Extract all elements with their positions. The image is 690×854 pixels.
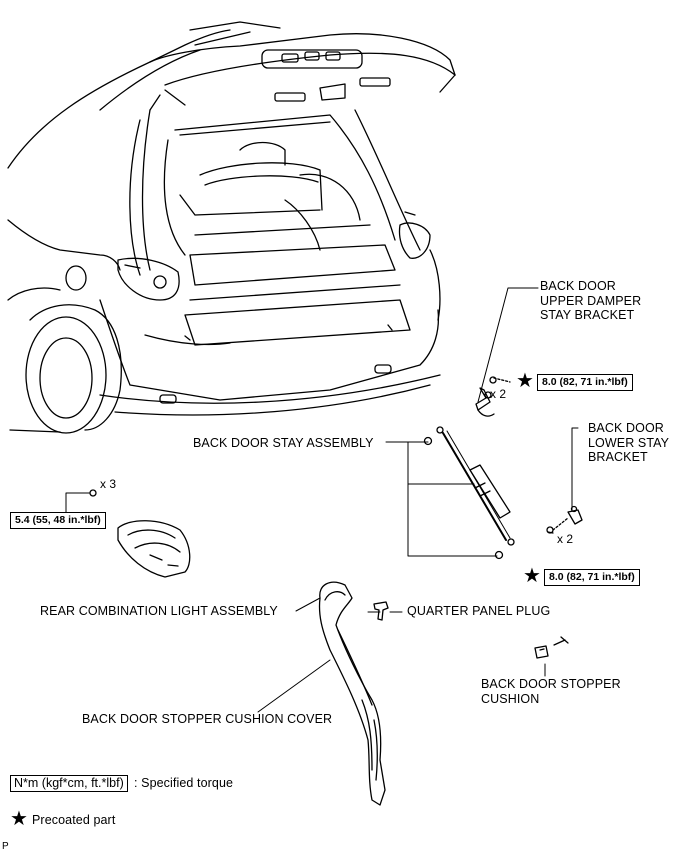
vehicle-illustration [7, 21, 456, 434]
torque-spec-upper: 8.0 (82, 71 in.*lbf) [537, 374, 633, 391]
quantity-upper: x 2 [490, 387, 507, 401]
lower-bracket-label: BACK DOOR LOWER STAY BRACKET [588, 421, 669, 465]
precoated-star-icon: ★ [523, 565, 541, 587]
upper-damper-stay-bracket [475, 376, 511, 417]
lower-bracket-label-line-2: LOWER STAY [588, 435, 670, 450]
leader-lines [65, 287, 579, 713]
lower-bracket-label-line-1: BACK DOOR [588, 421, 664, 435]
quarter-plug-label: QUARTER PANEL PLUG [407, 604, 551, 618]
quarter-panel-plug-illustration [373, 601, 389, 621]
lower-stay-bracket [546, 505, 583, 534]
rear-light-label: REAR COMBINATION LIGHT ASSEMBLY [40, 604, 278, 618]
upper-bracket-label-line-1: BACK DOOR [540, 279, 616, 293]
legend-torque-box: N*m (kgf*cm, ft.*lbf) [10, 775, 128, 792]
quantity-light: x 3 [100, 477, 117, 491]
back-door-stay-assembly [423, 426, 515, 560]
cushion-cover-illustration [318, 581, 386, 806]
quantity-lower: x 2 [557, 532, 574, 546]
cushion-cover-label: BACK DOOR STOPPER CUSHION COVER [82, 712, 333, 726]
rear-light-illustration [89, 489, 191, 578]
stopper-cushion-illustration [534, 636, 569, 659]
stopper-cushion-label-line-2: CUSHION [481, 691, 540, 706]
stopper-cushion-label-line-1: BACK DOOR STOPPER [481, 677, 621, 691]
corner-mark: P [2, 841, 9, 852]
legend-precoated-text: Precoated part [32, 813, 116, 827]
torque-spec-light: 5.4 (55, 48 in.*lbf) [10, 512, 106, 529]
upper-bracket-label-line-3: STAY BRACKET [540, 308, 635, 322]
torque-spec-lower: 8.0 (82, 71 in.*lbf) [544, 569, 640, 586]
precoated-star-icon: ★ [516, 370, 534, 392]
stay-assembly-label: BACK DOOR STAY ASSEMBLY [193, 436, 374, 450]
legend-torque-text: : Specified torque [134, 776, 234, 790]
legend-star-icon: ★ [10, 808, 28, 830]
upper-bracket-label-line-2: UPPER DAMPER [540, 293, 642, 308]
lower-bracket-label-line-3: BRACKET [588, 450, 648, 464]
stopper-cushion-label: BACK DOOR STOPPER CUSHION [481, 677, 621, 706]
upper-bracket-label: BACK DOOR UPPER DAMPER STAY BRACKET [540, 279, 641, 323]
